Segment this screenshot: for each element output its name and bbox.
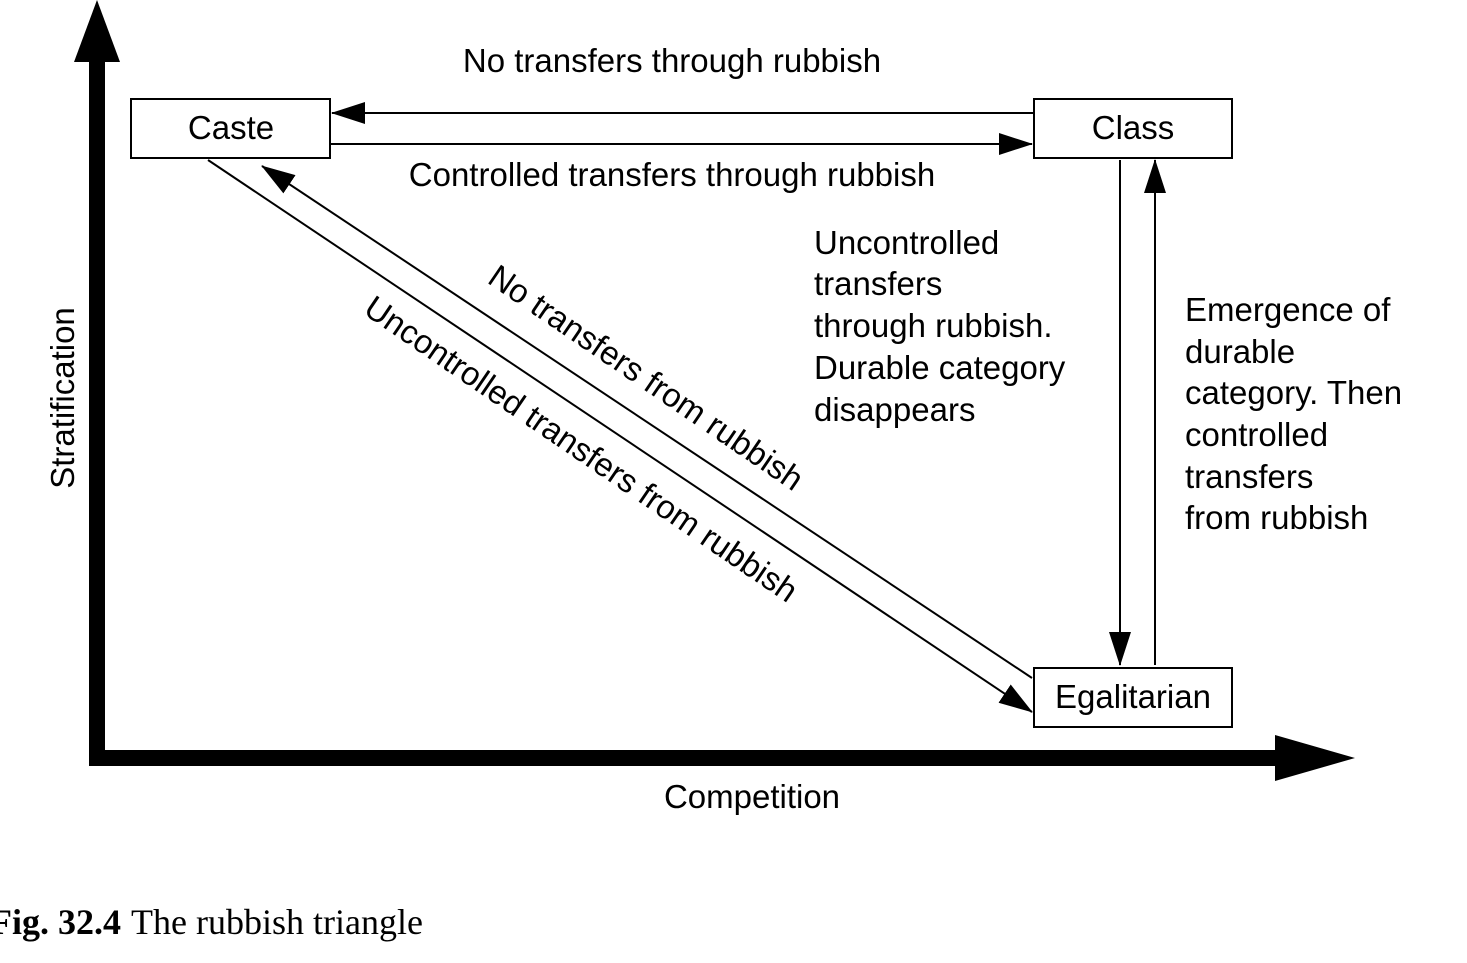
figure-title: The rubbish triangle [131, 902, 423, 942]
node-class-label: Class [1092, 109, 1175, 146]
x-axis-arrowhead [1275, 735, 1355, 781]
figure-number: Fig. 32.4 [0, 902, 121, 942]
edge-label-class-to-caste: No transfers through rubbish [463, 42, 881, 79]
text-line: transfers [814, 265, 942, 302]
x-axis-label: Competition [664, 778, 840, 815]
arrow-caste-to-egalitarian [207, 159, 1033, 713]
text-line: controlled [1185, 416, 1328, 453]
node-caste: Caste [130, 98, 331, 159]
text-line: disappears [814, 391, 975, 428]
node-egalitarian: Egalitarian [1033, 667, 1233, 728]
text-line: from rubbish [1185, 499, 1368, 536]
text-line: through rubbish. [814, 307, 1053, 344]
text-line: durable [1185, 333, 1295, 370]
edge-label-egalitarian-to-class: Emergence of durable category. Then cont… [1185, 291, 1402, 536]
x-axis [89, 735, 1355, 781]
text-line: Uncontrolled [814, 224, 999, 261]
edge-label-class-to-egalitarian: Uncontrolled transfers through rubbish. … [814, 224, 1066, 428]
node-egalitarian-label: Egalitarian [1055, 678, 1211, 715]
arrow-egalitarian-to-caste [261, 165, 1033, 679]
text-line: Durable category [814, 349, 1066, 386]
y-axis [74, 0, 120, 766]
text-line: Emergence of [1185, 291, 1391, 328]
y-axis-label: Stratification [44, 307, 81, 489]
node-class: Class [1033, 98, 1233, 159]
edge-label-caste-to-class: Controlled transfers through rubbish [409, 156, 935, 193]
y-axis-arrowhead [74, 0, 120, 62]
node-caste-label: Caste [188, 109, 274, 146]
text-line: category. Then [1185, 374, 1402, 411]
text-line: transfers [1185, 458, 1313, 495]
